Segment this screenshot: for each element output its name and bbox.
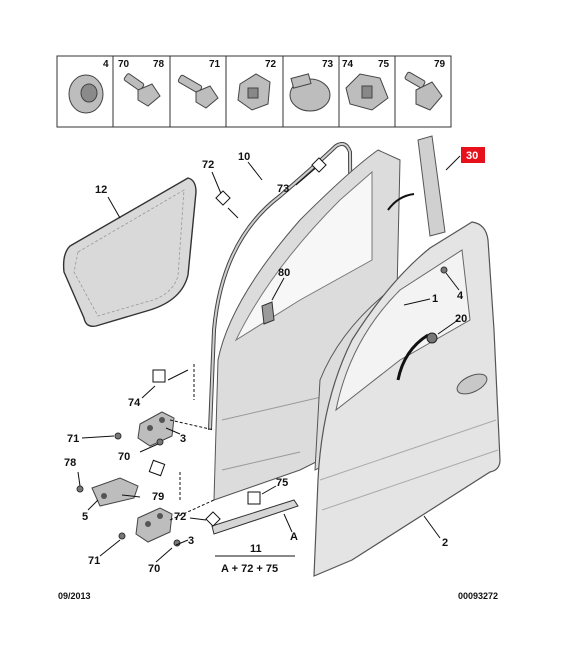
strip-label-72: 72	[265, 59, 277, 70]
strip-label-73: 73	[322, 59, 334, 70]
callout-1: 1	[432, 293, 438, 305]
highlighted-callout-30[interactable]: 30	[461, 147, 485, 163]
door-glass	[62, 177, 197, 328]
callout-12: 12	[95, 184, 107, 196]
reference-lines	[169, 364, 215, 521]
strip-label-78: 78	[153, 59, 165, 70]
callout-79: 79	[152, 491, 164, 503]
callout-30: 30	[466, 150, 478, 162]
callout-A: A	[290, 531, 298, 543]
screw-icon	[177, 74, 219, 109]
seal-arc	[387, 193, 415, 211]
callout-11: 11	[250, 543, 262, 555]
door-weatherstrip	[208, 142, 354, 431]
callout-70-upper: 70	[118, 451, 130, 463]
washer-icon	[68, 74, 104, 114]
callouts: 12 10 72 73 80 1 4 20 2 74 71 3 70 78 79…	[64, 151, 467, 575]
callout-71-upper: 71	[67, 433, 79, 445]
callout-74: 74	[128, 397, 141, 409]
callout-4: 4	[457, 290, 464, 302]
callout-80: 80	[278, 267, 290, 279]
strip-label-71: 71	[209, 59, 221, 70]
door-seal-strip	[396, 333, 429, 381]
strip-label-79: 79	[434, 59, 446, 70]
callout-78: 78	[64, 457, 76, 469]
bolt-icon	[123, 73, 161, 107]
footer-date: 09/2013	[58, 591, 91, 601]
clip-icon	[237, 73, 271, 111]
front-door-outer	[313, 221, 501, 577]
callout-75: 75	[276, 477, 288, 489]
callout-73: 73	[277, 183, 289, 195]
parts-strip: 4 70 78 71 72 73 74 75 79	[56, 55, 452, 128]
callout-10: 10	[238, 151, 250, 163]
callout-71-lower: 71	[88, 555, 100, 567]
clip-icon	[345, 73, 389, 111]
strip-label-70: 70	[118, 59, 130, 70]
mirror-seal-pad	[261, 301, 275, 325]
bolt-icon	[404, 71, 443, 111]
footer-reference: 00093272	[458, 591, 498, 601]
callout-3-lower: 3	[188, 535, 194, 547]
plug-icon	[289, 73, 331, 112]
strip-label-74: 74	[342, 59, 354, 70]
strip-label-75: 75	[378, 59, 390, 70]
grommet	[426, 332, 438, 344]
callout-72-top: 72	[202, 159, 214, 171]
callout-2: 2	[442, 537, 448, 549]
callout-5: 5	[82, 511, 88, 523]
callout-markers	[148, 157, 327, 527]
lower-hinge	[135, 507, 173, 543]
leader-lines	[77, 155, 461, 563]
callout-72-lower: 72	[174, 511, 186, 523]
callout-20: 20	[455, 313, 467, 325]
callout-3-upper: 3	[180, 433, 186, 445]
b-pillar-trim	[417, 135, 446, 237]
upper-hinge	[137, 411, 175, 447]
callout-formula: A + 72 + 75	[221, 563, 278, 575]
strip-label-4: 4	[103, 59, 109, 70]
lower-seal-strip	[211, 499, 299, 535]
callout-70-lower: 70	[148, 563, 160, 575]
check-strap	[91, 477, 139, 507]
